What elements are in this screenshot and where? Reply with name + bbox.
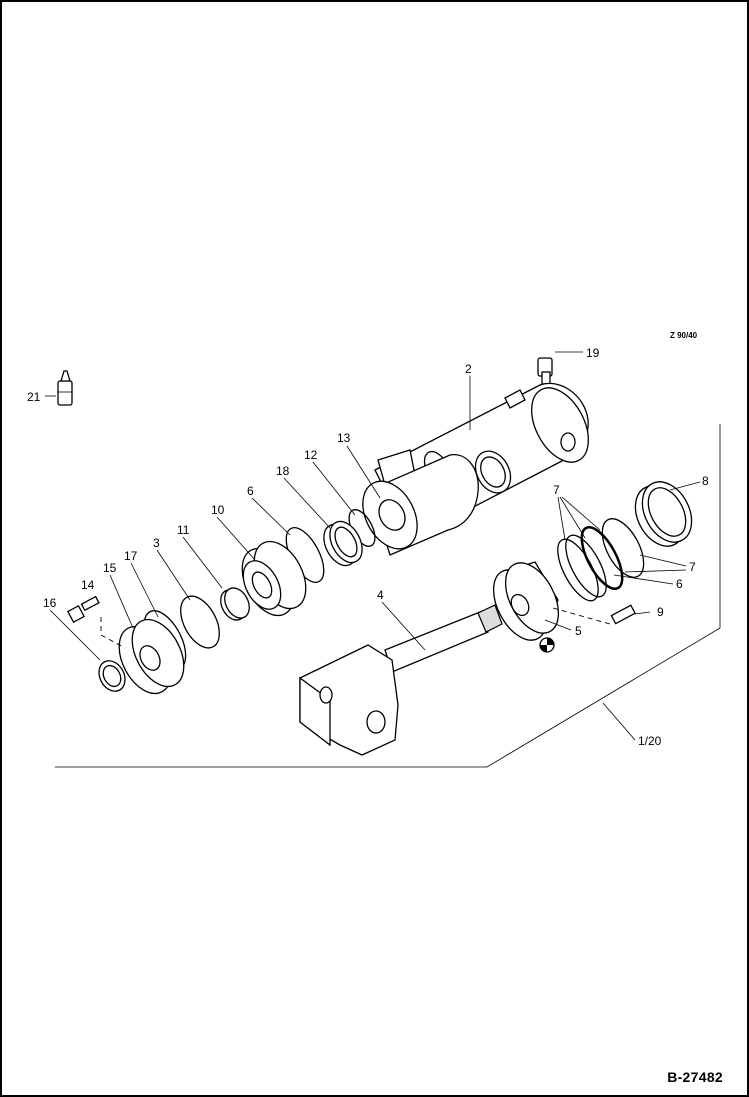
part-4-piston-rod xyxy=(299,604,503,756)
callout-18: 18 xyxy=(276,464,290,478)
part-16-wiper xyxy=(98,660,126,692)
part-9-set-screw xyxy=(610,604,636,625)
part-19-grease-nipple xyxy=(537,351,583,385)
part-5-piston xyxy=(492,561,560,653)
part-11-wiper-ring xyxy=(220,587,250,621)
callout-6-left: 6 xyxy=(247,484,254,498)
callout-7-top: 7 xyxy=(553,483,560,497)
callout-15: 15 xyxy=(103,561,117,575)
document-number: B-27482 xyxy=(667,1069,723,1085)
leader-lines xyxy=(45,376,701,741)
part-14-screw xyxy=(67,595,100,623)
callout-19: 19 xyxy=(586,346,600,360)
part-7-seal-rings xyxy=(557,518,645,602)
callout-2: 2 xyxy=(465,362,472,376)
callout-17: 17 xyxy=(124,549,138,563)
assembly-boundary-line xyxy=(55,424,721,768)
callout-4: 4 xyxy=(377,588,384,602)
callout-14: 14 xyxy=(81,578,95,592)
callout-9: 9 xyxy=(657,605,664,619)
callout-6-right: 6 xyxy=(676,577,683,591)
callout-1-20: 1/20 xyxy=(638,734,662,748)
callout-13: 13 xyxy=(337,431,351,445)
callout-8: 8 xyxy=(702,474,709,488)
callout-10: 10 xyxy=(211,503,225,517)
part-8-guide-ring xyxy=(634,481,693,547)
part-13-cylinder-head xyxy=(362,454,479,556)
part-15-flange xyxy=(118,618,185,695)
callout-3: 3 xyxy=(153,536,160,550)
callout-5: 5 xyxy=(575,624,582,638)
callout-labels: 21 19 2 13 12 18 6 10 11 3 17 15 14 16 4… xyxy=(27,346,709,748)
callout-16: 16 xyxy=(43,596,57,610)
callout-11: 11 xyxy=(177,523,190,537)
callout-7-right: 7 xyxy=(689,560,696,574)
part-6-seal-ring-right xyxy=(580,526,624,590)
screw-assembly-dash xyxy=(100,617,126,649)
set-screw-dash xyxy=(552,607,611,625)
view-code: Z 90/40 xyxy=(670,331,698,340)
part-21-adhesive-bottle xyxy=(57,370,73,406)
part-18-bushing xyxy=(323,520,363,567)
callout-12: 12 xyxy=(304,448,318,462)
part-3-snap-ring xyxy=(180,595,220,649)
part-10-guide-bushing xyxy=(241,540,307,617)
callout-21: 21 xyxy=(27,390,41,404)
